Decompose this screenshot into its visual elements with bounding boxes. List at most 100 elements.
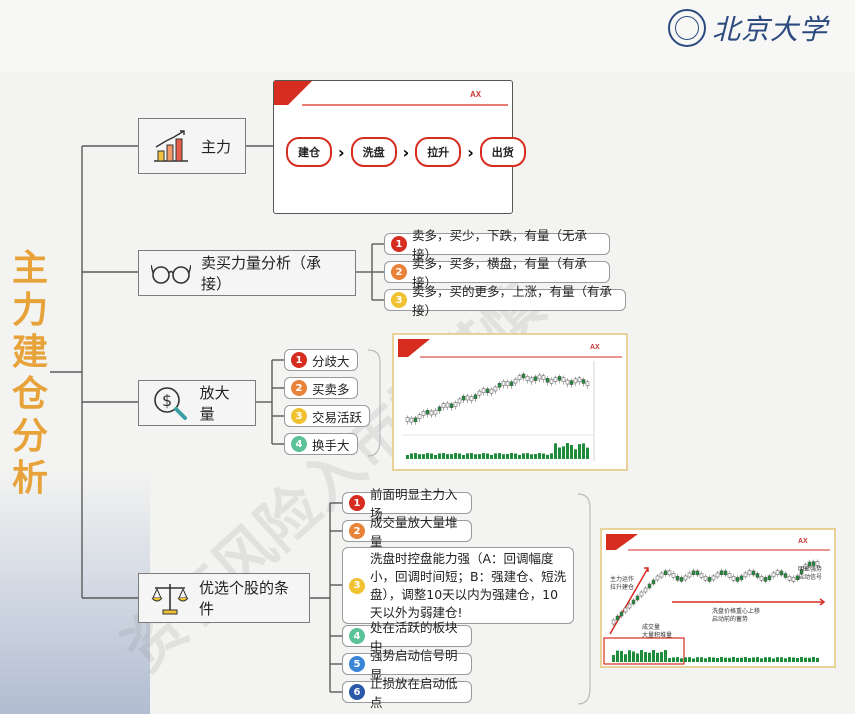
svg-text:$: $ (162, 391, 172, 410)
candle (692, 571, 695, 575)
svg-text:AX: AX (470, 90, 482, 99)
volume-bar (692, 658, 695, 662)
candle (450, 404, 453, 408)
candle (776, 571, 779, 575)
candle (434, 410, 437, 414)
chart-note-mid: 洗盘价格重心上移 启动前的蓄势 (712, 608, 760, 624)
volume-item: 4 换手大 (284, 433, 358, 455)
volume-bar (514, 454, 517, 459)
volume-bar (546, 455, 549, 459)
item-text: 洗盘时控盘能力强（A：回调幅度小，回调时间短；B：强建仓、短洗盘），调整10天以… (370, 550, 567, 622)
volume-bar (660, 652, 663, 662)
candle (688, 573, 691, 577)
volume-bar (628, 650, 631, 662)
branch-volume: $ 放大量 (138, 380, 256, 426)
candle (446, 403, 449, 407)
volume-item: 2 买卖多 (284, 377, 358, 399)
number-badge: 2 (291, 380, 307, 396)
volume-bar (522, 453, 525, 459)
volume-bar (582, 443, 585, 459)
volume-bar (736, 658, 739, 662)
candle (586, 382, 589, 386)
branch-label: 卖买力量分析（承接） (201, 252, 343, 294)
stock-item: 3 洗盘时控盘能力强（A：回调幅度小，回调时间短；B：强建仓、短洗盘），调整10… (342, 547, 574, 624)
candle (792, 577, 795, 581)
volume-bar (526, 453, 529, 459)
candle (708, 577, 711, 581)
candle (442, 404, 445, 408)
number-badge: 2 (391, 264, 407, 280)
stock-item: 2 成交量放大量堆量 (342, 520, 472, 542)
arrow-icon: › (467, 143, 474, 162)
number-badge: 4 (291, 436, 307, 452)
volume-bar (570, 445, 573, 459)
volume-bar (414, 453, 417, 459)
candle (660, 573, 663, 577)
volume-bar (776, 657, 779, 662)
candle (644, 588, 647, 592)
bar-chart-icon (151, 126, 191, 166)
volume-bar (784, 658, 787, 662)
volume-bar (612, 655, 615, 662)
branch-label: 放大量 (200, 382, 243, 424)
candle (760, 576, 763, 580)
candle (636, 596, 639, 600)
stock-item: 4 处在活跃的板块中 (342, 625, 472, 647)
candle (668, 571, 671, 575)
candle (684, 576, 687, 580)
chart-note-right: 明显强势 启动信号 (798, 566, 822, 582)
volume-bar (542, 454, 545, 459)
candle (534, 377, 537, 381)
candle (616, 616, 619, 620)
candle (542, 376, 545, 380)
candle (538, 375, 541, 379)
candle (752, 571, 755, 575)
candle (570, 381, 573, 385)
candle (740, 576, 743, 580)
volume-bar (716, 658, 719, 662)
candle (506, 382, 509, 386)
candle (510, 382, 513, 386)
volume-bar (768, 657, 771, 662)
volume-bar (578, 444, 581, 459)
candle (566, 380, 569, 384)
volume-bar (780, 657, 783, 662)
candle (422, 411, 425, 415)
volume-bar (724, 658, 727, 662)
volume-bar (644, 652, 647, 662)
volume-bar (418, 454, 421, 459)
volume-bar (616, 651, 619, 662)
candle (656, 576, 659, 580)
volume-bar (574, 449, 577, 459)
stock-item: 5 强势启动信号明显 (342, 653, 472, 675)
candle (732, 576, 735, 580)
volume-bar (538, 453, 541, 459)
number-badge: 5 (349, 656, 365, 672)
branch-main-force: 主力 (138, 118, 246, 174)
volume-item: 3 交易活跃 (284, 405, 370, 427)
volume-bar (688, 657, 691, 662)
chart-note-volume: 成交量 大量积堆量 (642, 624, 672, 640)
candle (466, 396, 469, 400)
volume-bar (792, 657, 795, 662)
candle (502, 381, 505, 385)
volume-bar (672, 657, 675, 662)
volume-bar (470, 453, 473, 459)
volume-bar (442, 453, 445, 459)
candle (454, 403, 457, 407)
candle (676, 576, 679, 580)
candle (812, 562, 815, 566)
arrow-icon: › (403, 143, 410, 162)
branch-stock-selection: 优选个股的条件 (138, 573, 310, 623)
number-badge: 1 (391, 236, 407, 252)
volume-bar (478, 454, 481, 459)
panel-header-decoration: AX (274, 81, 511, 111)
candle (426, 410, 429, 414)
candle (652, 580, 655, 584)
volume-bar (728, 658, 731, 662)
candle (414, 418, 417, 422)
volume-bar (566, 443, 569, 459)
volume-bar (438, 453, 441, 459)
candle (736, 577, 739, 581)
candle (680, 577, 683, 581)
